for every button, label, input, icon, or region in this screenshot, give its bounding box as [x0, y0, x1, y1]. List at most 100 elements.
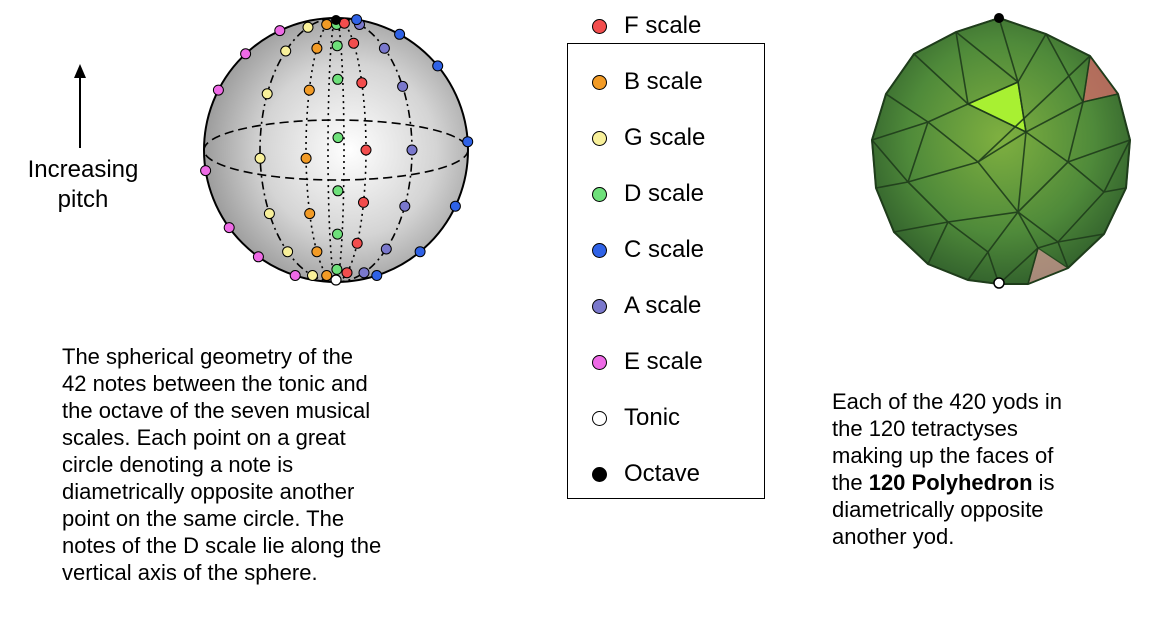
polyhedron-edge — [1045, 33, 1084, 103]
polyhedron-edge — [977, 55, 1091, 163]
polyhedron-edge — [977, 161, 1019, 213]
polyhedron-edge — [871, 121, 929, 141]
polyhedron-edge — [1089, 55, 1119, 95]
note-dot — [321, 19, 333, 30]
polyhedron-caption-line: another yod. — [832, 524, 955, 549]
sphere-caption-line: scales. Each point on a great — [62, 425, 346, 450]
sphere-caption: The spherical geometry of the 42 notes b… — [62, 343, 502, 586]
polyhedron-edge — [1037, 241, 1059, 249]
legend-item: Octave — [592, 459, 700, 489]
note-dot — [311, 42, 323, 54]
polyhedron-edge — [947, 221, 989, 253]
note-dot — [397, 80, 409, 92]
sphere-meridian — [305, 17, 337, 283]
sphere-caption-line: The spherical geometry of the — [62, 344, 354, 369]
note-dot — [332, 228, 343, 240]
polyhedron-edge — [1067, 161, 1105, 193]
polyhedron-edge — [1057, 241, 1069, 269]
polyhedron-caption: Each of the 420 yods in the 120 tetracty… — [832, 388, 1172, 550]
polyhedron-edge — [1025, 101, 1084, 133]
note-dot — [254, 152, 266, 164]
legend-item: E scale — [592, 347, 703, 377]
polyhedron-edge — [893, 231, 929, 265]
note-dot — [212, 84, 224, 96]
polyhedron-caption-line: Each of the 420 yods in — [832, 389, 1062, 414]
note-dot — [223, 222, 235, 234]
legend-label: G scale — [624, 124, 706, 151]
polyhedron-edge — [955, 17, 1000, 33]
legend-dot-icon — [592, 130, 607, 146]
sphere-caption-line: circle denoting a note is — [62, 452, 294, 477]
legend-item: Tonic — [592, 403, 680, 433]
tonic-dot — [330, 274, 342, 286]
polyhedron-edge — [998, 247, 1039, 285]
legend-label: E scale — [624, 348, 703, 375]
polyhedron-name: 120 Polyhedron — [868, 470, 1033, 495]
note-dot — [302, 21, 314, 33]
sphere-meridian — [327, 17, 337, 283]
note-dot — [432, 60, 444, 72]
legend-label: Tonic — [624, 404, 681, 431]
sphere-caption-line: the octave of the seven musical — [62, 398, 371, 423]
legend-item: F scale — [592, 11, 701, 41]
polyhedron-edge — [1117, 93, 1131, 141]
note-dot — [462, 136, 474, 148]
legend-dot-icon — [592, 74, 607, 90]
polyhedron-edge — [977, 131, 1027, 163]
note-dot — [341, 267, 353, 279]
legend-label: F scale — [624, 12, 702, 39]
note-dot — [200, 165, 212, 177]
polyhedron-edge — [1045, 33, 1091, 57]
note-dot — [303, 84, 315, 96]
note-dot — [263, 208, 275, 220]
sphere-caption-line: diametrically opposite another — [62, 479, 355, 504]
increasing-pitch-arrow — [74, 64, 86, 148]
polyhedron-edge — [871, 139, 909, 183]
polyhedron-edge — [871, 139, 877, 189]
polyhedron-edge — [967, 251, 989, 281]
polyhedron-edge — [1103, 187, 1127, 235]
caption-text: is — [1032, 470, 1055, 495]
legend-dot-icon — [592, 298, 607, 314]
sphere-meridian — [335, 17, 367, 283]
polyhedron-edge — [955, 31, 969, 105]
polyhedron-edge — [1025, 131, 1069, 163]
legend-label: C scale — [624, 236, 705, 263]
note-dot — [358, 267, 370, 279]
note-dot — [399, 200, 411, 212]
note-dot — [307, 270, 318, 281]
polyhedron-octave-dot — [994, 13, 1004, 23]
note-dot — [332, 132, 344, 144]
note-dot — [331, 263, 343, 275]
note-dot — [414, 246, 426, 258]
polyhedron-edge — [907, 121, 929, 183]
polyhedron-edge — [998, 17, 1019, 83]
polyhedron-caption-line: making up the faces of — [832, 443, 1054, 468]
polyhedron-edge — [871, 93, 887, 141]
polyhedron-edge — [1017, 161, 1069, 213]
legend-dot-icon — [592, 354, 607, 370]
note-dot — [304, 208, 316, 220]
polyhedron-edge — [885, 93, 929, 123]
polyhedron-edge — [1103, 139, 1131, 193]
note-dot — [321, 270, 333, 281]
note-dot — [240, 48, 252, 60]
polyhedron-edge — [1017, 211, 1039, 249]
legend-item: B scale — [592, 67, 703, 97]
legend-dot-icon — [592, 410, 607, 426]
note-dot — [332, 73, 344, 85]
legend-label: Octave — [624, 460, 701, 487]
note-dot — [274, 25, 286, 37]
note-dot — [356, 77, 368, 89]
polyhedron-edge — [967, 81, 1019, 105]
polyhedron-edge — [998, 17, 1047, 35]
polyhedron-edge — [987, 211, 1019, 253]
polyhedron-edge — [955, 31, 1019, 83]
polyhedron-edge — [913, 53, 969, 105]
legend-item: G scale — [592, 123, 705, 153]
polyhedron-edge — [1103, 187, 1127, 193]
note-dot — [261, 88, 273, 100]
polyhedron-edge — [1027, 267, 1069, 285]
note-dot — [280, 45, 292, 57]
